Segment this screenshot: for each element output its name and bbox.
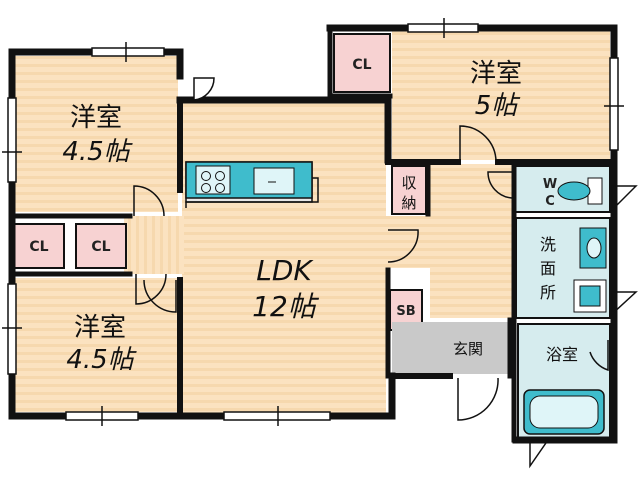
washroom-label-2: 面 [540, 259, 556, 278]
door-west-south [135, 273, 167, 305]
room-west-north-floor [14, 56, 178, 212]
burner-icon [201, 171, 211, 181]
ldk-hall-floor [124, 216, 184, 274]
room-east-north-size: 5帖 [475, 91, 522, 121]
sink [253, 167, 295, 195]
door-hall-ldk [387, 229, 419, 263]
washroom-label-3: 所 [540, 283, 556, 302]
room-ldk-floor [182, 102, 386, 414]
entrance-label: 玄関 [453, 340, 483, 358]
door-west-north [133, 185, 165, 217]
room-west-north-size: 4.5帖 [62, 137, 133, 167]
shoe-box-label: SB [396, 304, 415, 319]
storage-label-1: 収 [401, 174, 416, 192]
room-ldk-name: LDK [256, 254, 314, 287]
washbasin-bowl [586, 237, 602, 259]
closet-mid-b-label: CL [91, 239, 110, 255]
door-closet-west [193, 77, 215, 101]
closet-mid-a [13, 223, 65, 269]
counter-bar [185, 177, 319, 208]
window-west-south-side [7, 283, 17, 375]
door-toilet [487, 171, 513, 199]
washroom-label-1: 洗 [540, 235, 556, 254]
fixtures [523, 177, 607, 435]
room-west-north-name: 洋室 [70, 103, 122, 133]
entrance-floor [392, 322, 512, 374]
room-east-north-name: 洋室 [470, 59, 522, 89]
door-washroom-2 [611, 291, 638, 316]
toilet-label-1: W [543, 177, 557, 192]
window-west-north-top [91, 47, 165, 57]
room-east-north-floor [392, 26, 610, 160]
room-west-south-size: 4.5帖 [66, 345, 137, 375]
labels: 洋室 4.5帖 洋室 4.5帖 洋室 5帖 LDK 12帖 CL CL CL 収… [29, 57, 578, 375]
windows [2, 18, 624, 426]
washing-machine-drum [579, 285, 601, 307]
storage-closet [391, 165, 427, 215]
wall-west-north [8, 48, 184, 80]
door-washroom [611, 185, 638, 212]
stove [195, 165, 231, 195]
window-ldk-bottom [223, 411, 331, 421]
door-front [457, 377, 499, 421]
closet-mid-a-label: CL [29, 239, 48, 255]
window-east-north-side [609, 57, 619, 151]
door-east-north [459, 125, 497, 163]
doors [133, 77, 638, 469]
door-bath [589, 340, 609, 372]
burner-icon [201, 183, 211, 193]
door-west-south-2 [143, 279, 177, 313]
burner-icon [215, 171, 225, 181]
room-ldk-size: 12帖 [252, 290, 320, 323]
closet-north [333, 33, 391, 93]
storage-label-2: 納 [401, 194, 416, 212]
hallway-floor [430, 164, 512, 318]
closet-north-label: CL [352, 57, 371, 73]
wall-east-north-left [327, 25, 393, 99]
room-west-south-name: 洋室 [74, 313, 126, 343]
toilet-label-2: C [545, 194, 555, 209]
door-bath-outer [529, 439, 550, 469]
bathtub-inner [529, 395, 599, 429]
window-east-north-top [407, 23, 479, 33]
closets [13, 33, 427, 331]
kitchen-counter [185, 161, 319, 208]
burner-icon [215, 183, 225, 193]
window-west-north-side [7, 97, 17, 183]
hallway-floor-2 [386, 216, 436, 268]
bathroom-label: 浴室 [546, 345, 578, 364]
closet-mid-b [75, 223, 127, 269]
toilet-icon [557, 181, 591, 201]
